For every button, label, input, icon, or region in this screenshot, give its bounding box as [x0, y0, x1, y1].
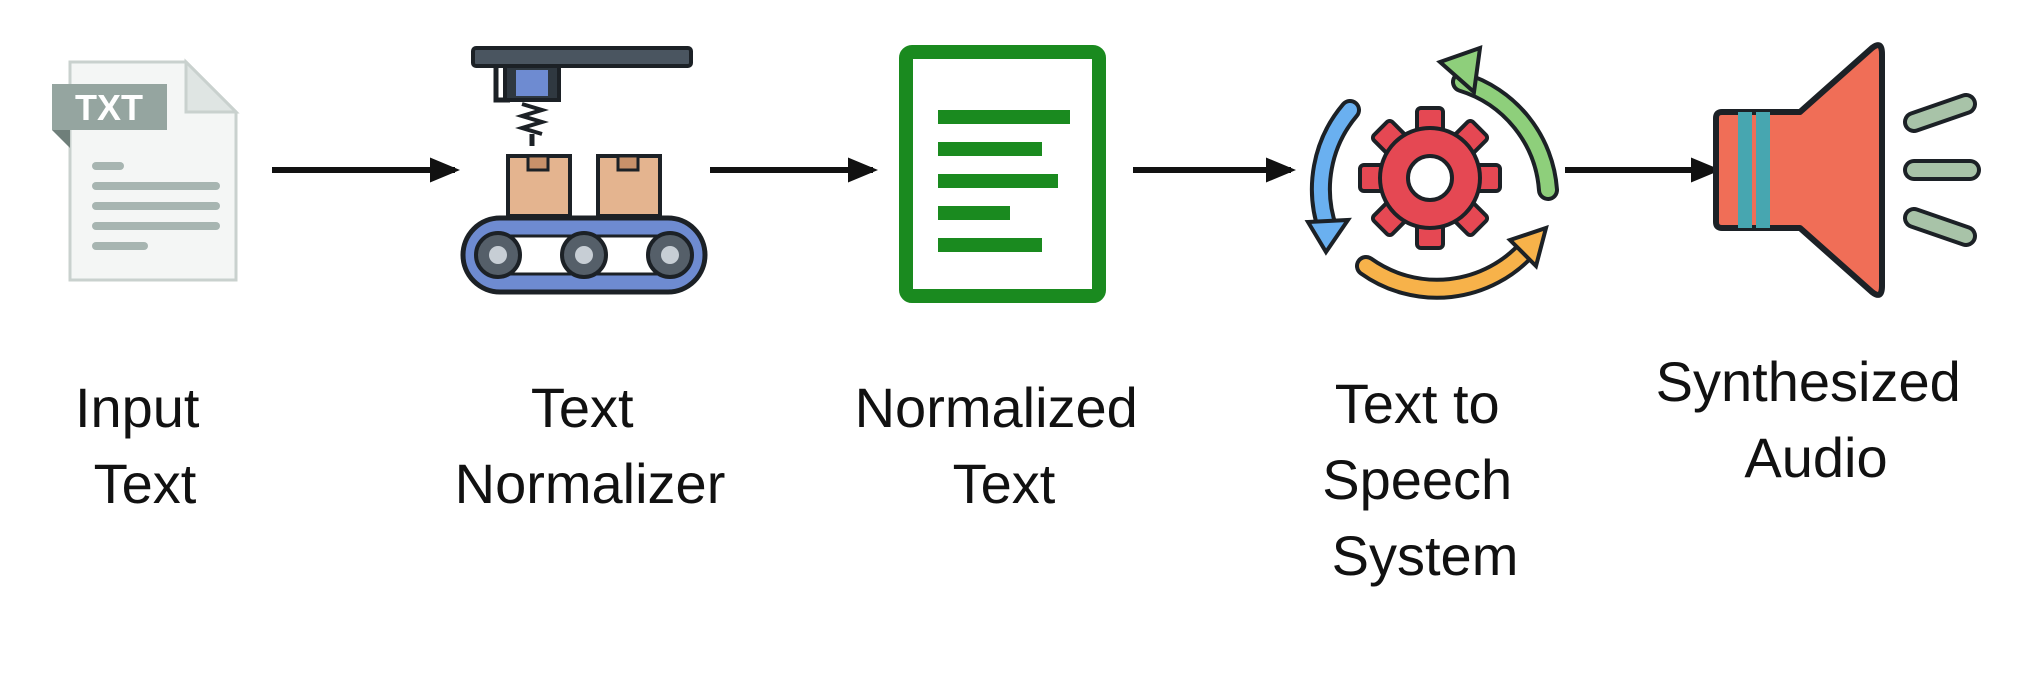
label-synthesized-audio: Synthesized Audio [1656, 350, 1977, 489]
green-document-icon [899, 45, 1106, 303]
gear-cycle-icon [1304, 45, 1559, 300]
label-text-to-speech-system: Text to Speech System [1322, 372, 1528, 587]
label-text-normalizer: Text Normalizer [455, 376, 726, 515]
conveyor-machine-icon [460, 46, 708, 295]
label-input-text: Input Text [75, 376, 215, 515]
speaker-icon [1713, 42, 1981, 298]
label-normalized-text: Normalized Text [855, 376, 1154, 515]
txt-file-icon: TXT [52, 58, 240, 282]
txt-badge-text: TXT [75, 87, 143, 128]
sound-wave-icon [1903, 93, 1981, 247]
